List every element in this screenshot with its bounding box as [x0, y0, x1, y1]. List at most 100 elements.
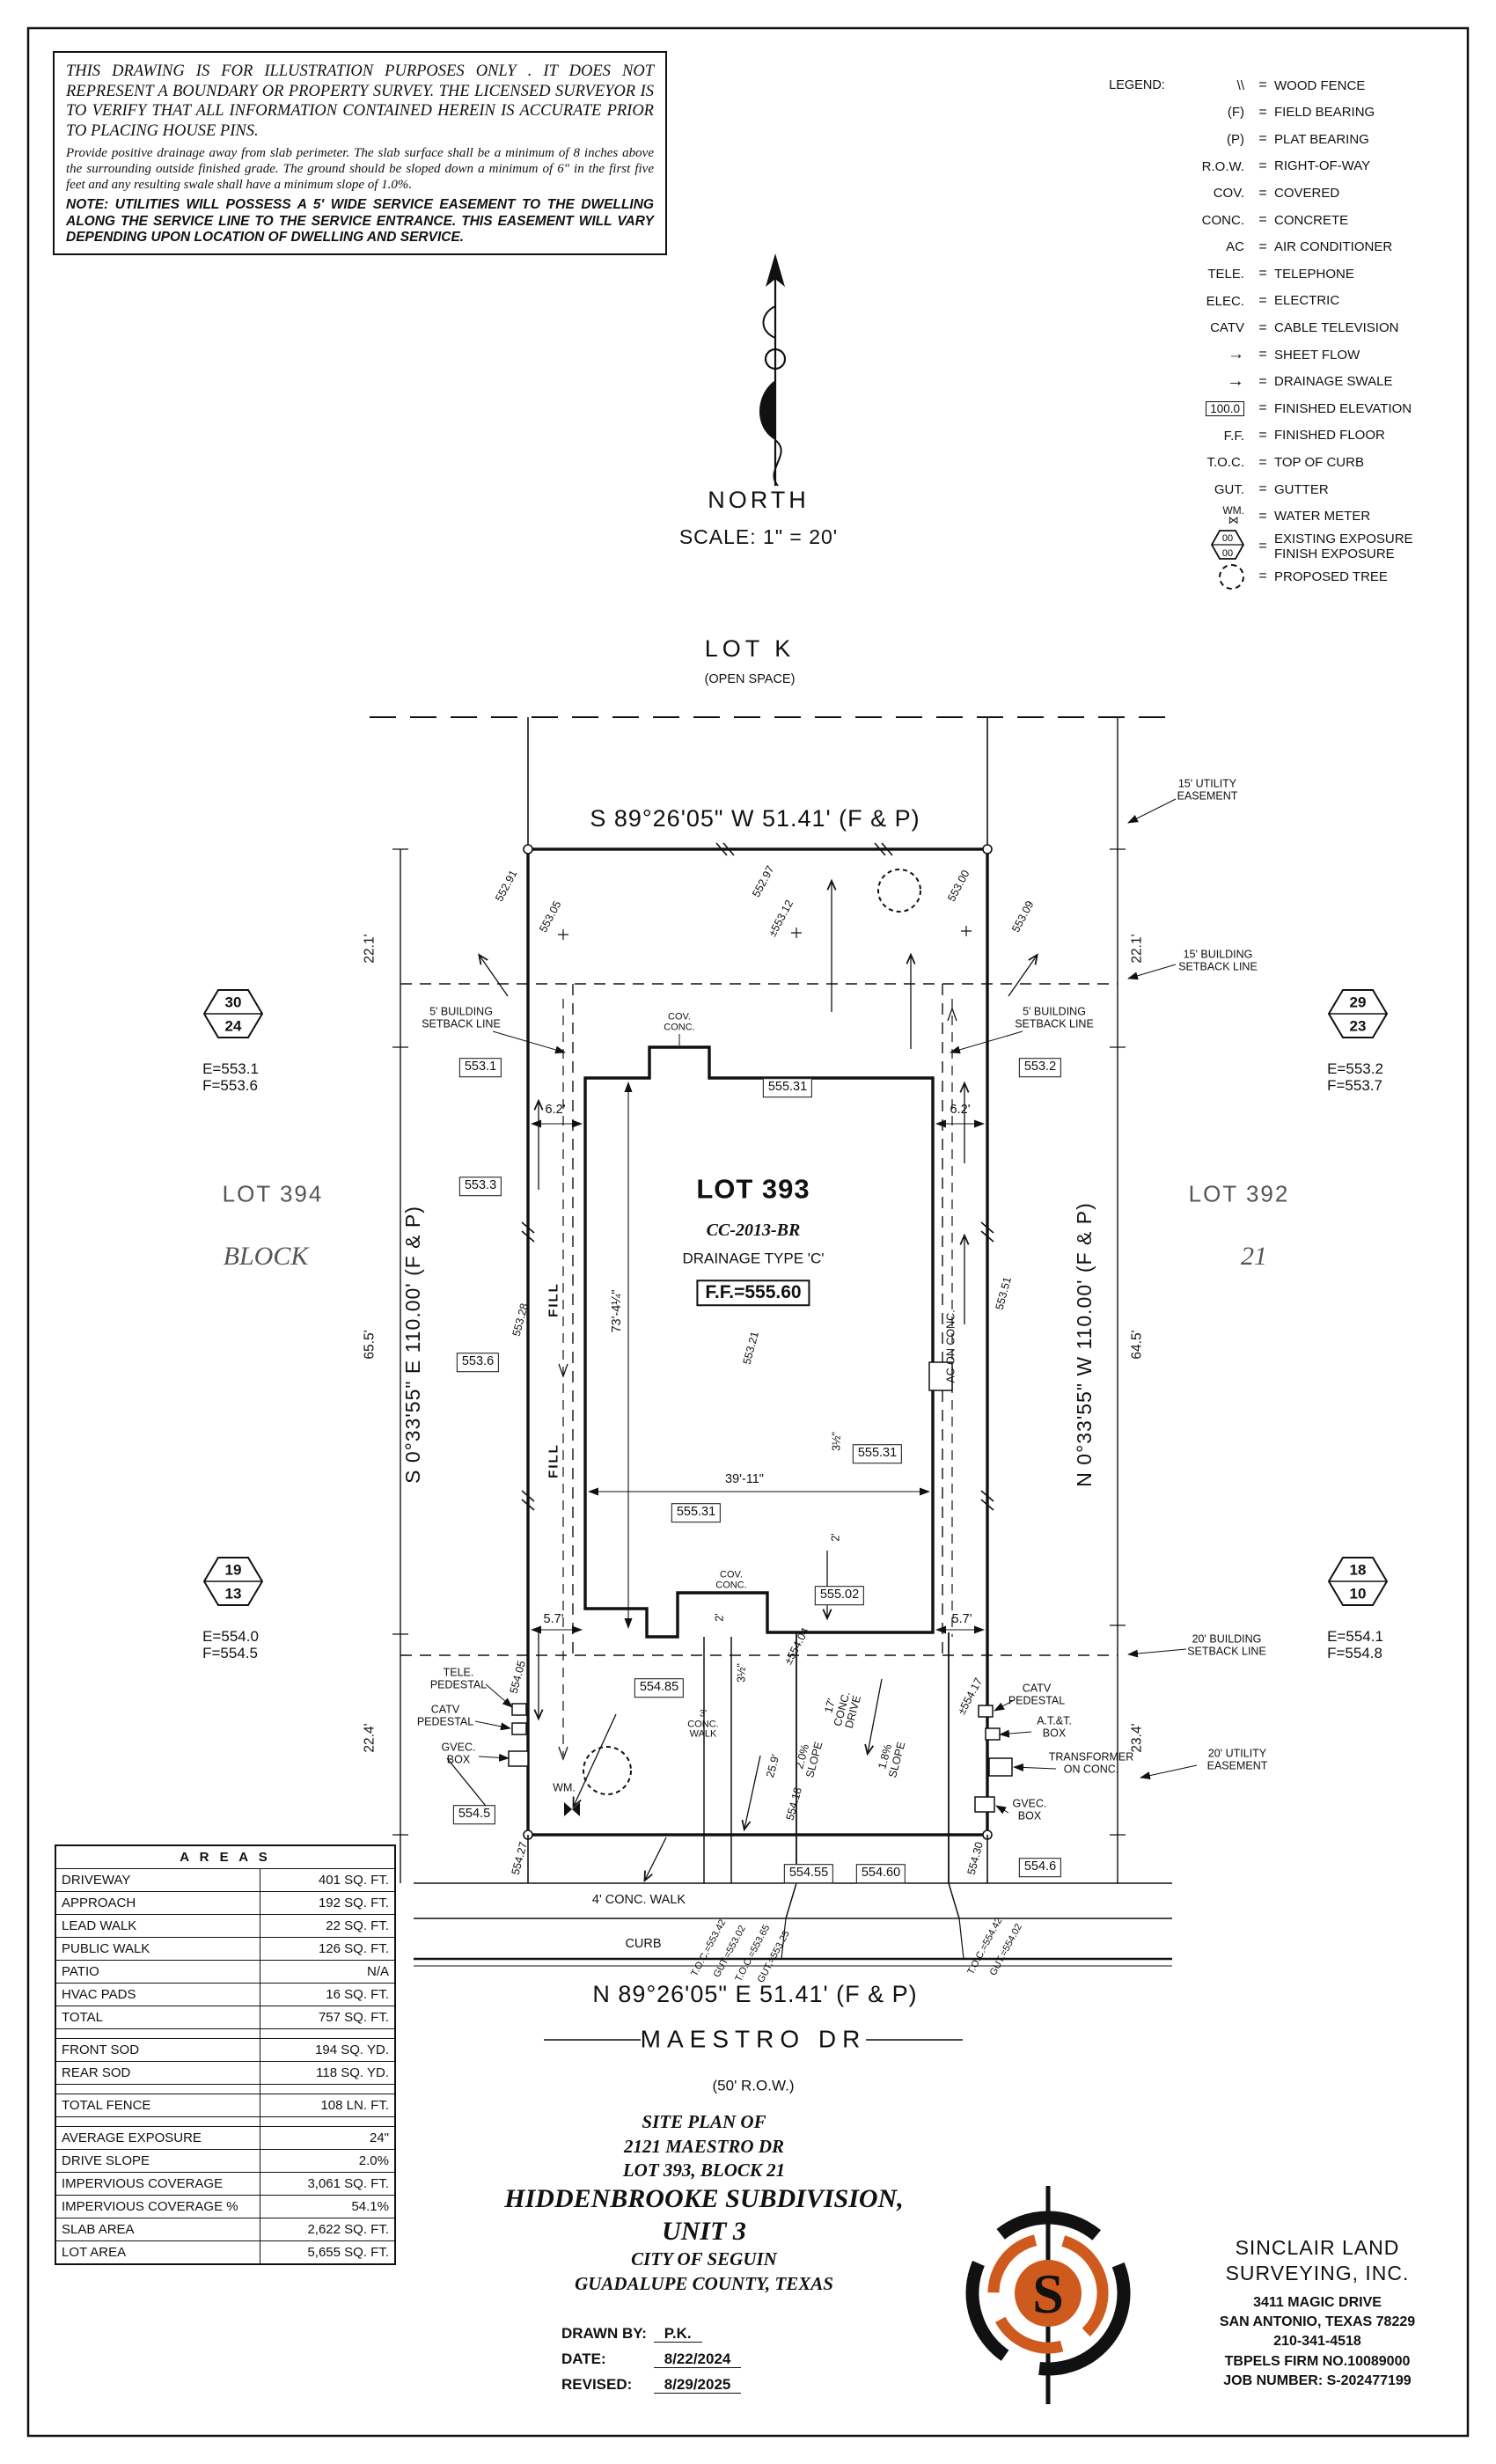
exposure-hex-markers: [202, 989, 1389, 1606]
setback-5-right-label: 5' BUILDING SETBACK LINE: [1015, 1005, 1094, 1030]
dim-39-11: 39'-11": [725, 1471, 764, 1486]
open-space-label: (OPEN SPACE): [704, 671, 796, 686]
drive-17-label: 17' CONC. DRIVE: [822, 1690, 864, 1730]
firm-name-line2: SURVEYING, INC.: [1225, 2261, 1410, 2284]
elev-555-31-b: 555.31: [852, 1444, 903, 1463]
dim-3-5-b: 3½": [735, 1663, 748, 1683]
dim-73-4: 73'-4¼": [609, 1289, 624, 1333]
setback-5-left-label: 5' BUILDING SETBACK LINE: [422, 1005, 501, 1030]
slope-1-8: 1.8% SLOPE: [876, 1740, 907, 1779]
legend-item: \\=WOOD FENCE: [1236, 77, 1366, 93]
utility-easement-15-label: 15' UTILITY EASEMENT: [1177, 777, 1238, 802]
legend-item: TELE.=TELEPHONE: [1207, 266, 1354, 282]
dim-2-b: 2': [713, 1613, 726, 1622]
title-line: GUADALUPE COUNTY, TEXAS: [575, 2273, 833, 2295]
setback-lines: [400, 983, 1118, 1656]
title-line: LOT 393, BLOCK 21: [622, 2160, 786, 2182]
elev-554-60: 554.60: [855, 1864, 906, 1883]
north-arrow-icon: [759, 253, 787, 487]
areas-row: [55, 2028, 396, 2039]
hexnum-23: 23: [1349, 1017, 1367, 1035]
scale-label: SCALE: 1" = 20': [678, 525, 839, 549]
legend-item: →=SHEET FLOW: [1228, 345, 1360, 364]
firm-address1: 3411 MAGIC DRIVE: [1253, 2294, 1382, 2310]
title-line: UNIT 3: [662, 2216, 746, 2246]
revised-value: 8/29/2025: [653, 2376, 742, 2394]
title-line: SITE PLAN OF: [642, 2111, 766, 2132]
dim-22-1-left: 22.1': [362, 934, 378, 964]
ef-right-bottom: E=554.1 F=554.8: [1327, 1627, 1383, 1661]
drawing-meta: DRAWN BY: P.K. DATE: 8/22/2024 REVISED: …: [561, 2325, 861, 2402]
elev-553-1: 553.1: [458, 1058, 502, 1077]
elev-553-2: 553.2: [1018, 1058, 1062, 1077]
top-bearing: S 89°26'05" W 51.41' (F & P): [590, 804, 920, 832]
drawn-by-row: DRAWN BY: P.K.: [561, 2325, 861, 2343]
spot-554-17: ±554.17: [955, 1676, 986, 1717]
date-label: DATE:: [561, 2350, 606, 2367]
dim-6-2-left: 6.2': [545, 1102, 566, 1117]
dim-2-a: 2': [829, 1533, 842, 1542]
transformer-label: TRANSFORMER ON CONC.: [1048, 1750, 1134, 1775]
ef-left-top: E=553.1 F=553.6: [202, 1060, 259, 1094]
legend-item: =PROPOSED TREE: [1170, 563, 1461, 590]
elev-555-31-a: 555.31: [762, 1078, 813, 1097]
lot-394-label: LOT 394: [222, 1180, 324, 1207]
spot-554-18: 554.18: [783, 1786, 804, 1822]
spot-554-30: 554.30: [964, 1840, 986, 1877]
areas-table-title: A R E A S: [55, 1844, 396, 1869]
lot-393-title: LOT 393: [696, 1173, 810, 1205]
legend-item: CATV=CABLE TELEVISION: [1210, 319, 1399, 336]
dim-6-2-right: 6.2': [950, 1102, 971, 1117]
revised-row: REVISED: 8/29/2025: [561, 2376, 861, 2394]
flatwork: [703, 1632, 964, 1960]
spot-553-12: ±553.12: [766, 898, 796, 939]
cov-conc-bottom-label: COV. CONC.: [715, 1569, 747, 1590]
job-number: JOB NUMBER: S-202477199: [1223, 2373, 1412, 2389]
disclaimer-paragraph: THIS DRAWING IS FOR ILLUSTRATION PURPOSE…: [66, 62, 654, 140]
revised-label: REVISED:: [561, 2376, 633, 2393]
spot-554-04: ±554.04: [781, 1625, 812, 1667]
survey-crosses: [558, 926, 972, 940]
spot-553-05: 553.05: [537, 898, 564, 935]
legend: \\=WOOD FENCE (F)=FIELD BEARING (P)=PLAT B…: [1170, 72, 1461, 590]
hexnum-29: 29: [1349, 994, 1367, 1011]
areas-row: IMPERVIOUS COVERAGE %54.1%: [55, 2195, 396, 2218]
legend-item: COV.=COVERED: [1213, 185, 1340, 202]
block-label: BLOCK: [223, 1242, 309, 1272]
spot-554-27: 554.27: [509, 1840, 530, 1877]
fill-label-1: FILL: [546, 1282, 561, 1317]
elev-553-3: 553.3: [458, 1177, 502, 1196]
dim-23-4: 23.4': [1129, 1723, 1145, 1753]
dim-65-5: 65.5': [362, 1330, 378, 1360]
hexnum-30: 30: [224, 994, 242, 1011]
firm-name-line1: SINCLAIR LAND: [1235, 2236, 1400, 2259]
legend-item: WM.⋈=WATER METER: [1222, 503, 1371, 526]
legend-item: (P)=PLAT BEARING: [1227, 131, 1369, 147]
legend-item: (F)=FIELD BEARING: [1227, 104, 1375, 121]
plat-reference: CC-2013-BR: [706, 1220, 801, 1240]
dim-5-7-right: 5.7': [951, 1611, 972, 1626]
legend-item: F.F.=FINISHED FLOOR: [1223, 428, 1385, 444]
dim-25-9: 25.9': [764, 1753, 782, 1779]
spot-554-05: 554.05: [507, 1659, 528, 1696]
walk-3-label: 3' CONC. WALK: [687, 1708, 719, 1740]
firm-block: SINCLAIR LAND SURVEYING, INC. 3411 MAGIC…: [1170, 2235, 1464, 2391]
fill-label-2: FILL: [546, 1443, 561, 1478]
ef-right-top: E=553.2 F=553.7: [1327, 1060, 1383, 1094]
street-lines: [414, 1835, 1172, 2041]
date-value: 8/22/2024: [653, 2350, 742, 2368]
drawn-by-value: P.K.: [653, 2325, 702, 2343]
dim-64-5: 64.5': [1129, 1330, 1145, 1360]
slope-2-0: 2.0% SLOPE: [793, 1740, 825, 1779]
utility-easement-note: NOTE: UTILITIES WILL POSSESS A 5' WIDE S…: [66, 197, 654, 246]
